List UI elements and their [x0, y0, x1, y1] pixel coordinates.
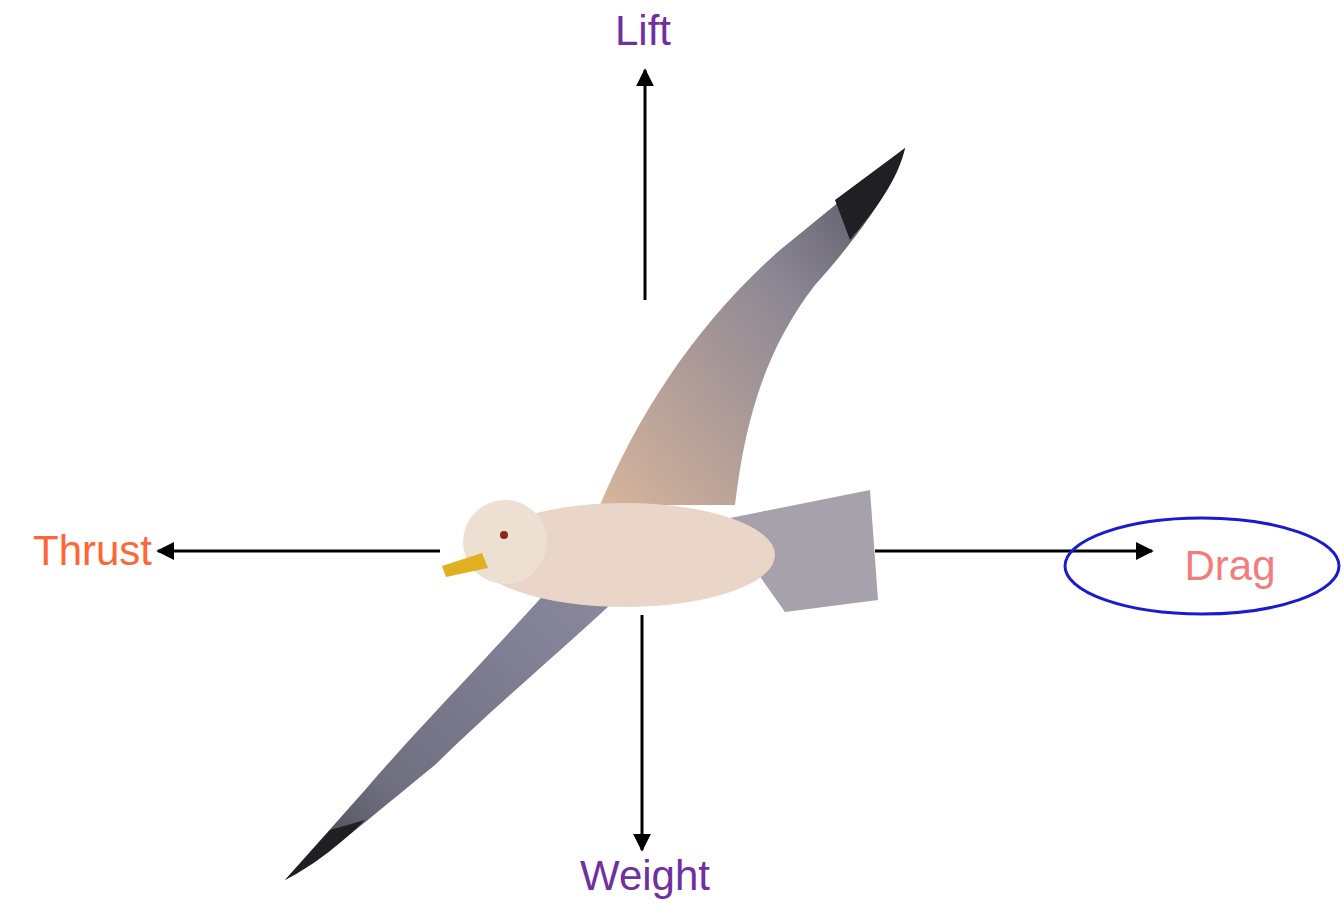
- circled-label: Drag: [1063, 516, 1341, 616]
- force-label: Lift: [615, 8, 671, 54]
- force-label: Drag: [1184, 543, 1275, 589]
- force-label: Weight: [580, 853, 710, 899]
- force-label: Thrust: [33, 528, 152, 574]
